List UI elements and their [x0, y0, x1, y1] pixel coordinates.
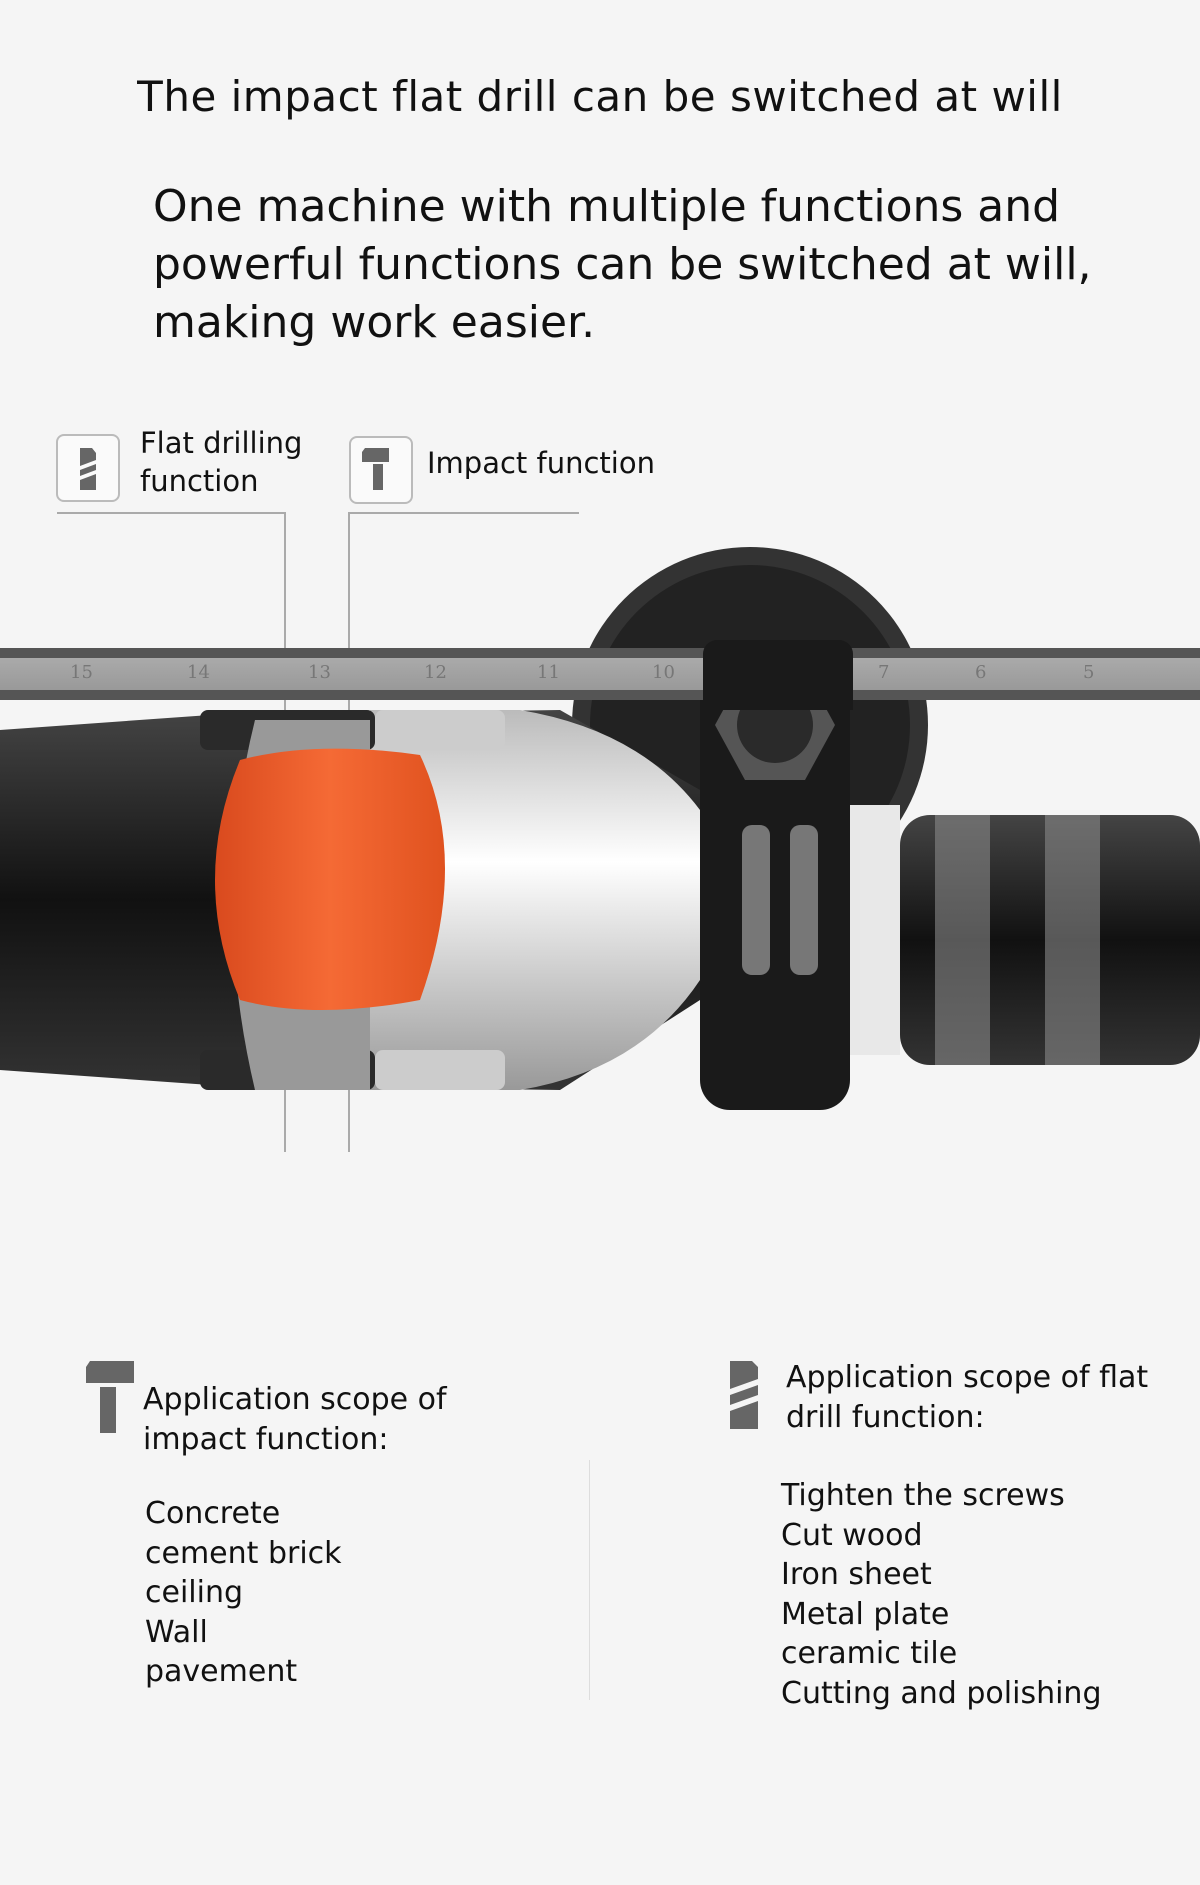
flat-scope-title: Application scope of flat drill function…	[786, 1358, 1148, 1438]
label-line: Flat drilling	[140, 426, 303, 460]
title-line: impact function:	[143, 1422, 389, 1457]
hammer-icon	[362, 448, 389, 490]
hammer-icon	[86, 1361, 134, 1433]
list-item: pavement	[145, 1654, 298, 1689]
impact-scope-list: Concrete cement brick ceiling Wall pavem…	[145, 1494, 342, 1692]
impact-scope-title: Application scope of impact function:	[143, 1380, 447, 1460]
flat-scope-list: Tighten the screws Cut wood Iron sheet M…	[781, 1476, 1102, 1713]
title-line: drill function:	[786, 1400, 985, 1435]
drill-bit-icon	[730, 1361, 758, 1429]
leader-line	[349, 512, 579, 514]
ruler-tick: 11	[537, 662, 560, 683]
ruler-tick: 14	[187, 662, 210, 683]
leader-line	[57, 512, 285, 514]
drill-illustration	[0, 547, 1200, 1110]
list-item: Cut wood	[781, 1517, 923, 1553]
list-item: Cutting and polishing	[781, 1675, 1102, 1711]
list-item: Wall	[145, 1614, 208, 1650]
mode-switch	[215, 748, 445, 1010]
impact-icon-box	[349, 436, 413, 504]
drill-bit-icon	[80, 448, 96, 490]
ruler-tick: 5	[1083, 662, 1095, 683]
list-item: Iron sheet	[781, 1557, 932, 1592]
flat-drilling-label: Flat drilling function	[140, 424, 302, 500]
intro-text: One machine with multiple functions and …	[153, 181, 1092, 348]
list-item: ceramic tile	[781, 1636, 958, 1671]
label-line: function	[140, 464, 259, 498]
ruler-tick: 10	[652, 662, 675, 683]
list-item: ceiling	[145, 1575, 244, 1610]
list-item: cement brick	[145, 1535, 342, 1571]
depth-gauge-ruler: 15 14 13 12 11 10 7 6 5	[0, 648, 1200, 700]
column-divider	[589, 1460, 590, 1700]
title-line: Application scope of	[143, 1382, 447, 1417]
title-line: Application scope of flat	[786, 1360, 1149, 1395]
ruler-tick: 7	[878, 662, 890, 683]
list-item: Metal plate	[781, 1596, 950, 1632]
list-item: Concrete	[145, 1496, 281, 1531]
list-item: Tighten the screws	[781, 1478, 1065, 1513]
flat-drill-icon-box	[56, 434, 120, 502]
page-title: The impact flat drill can be switched at…	[137, 72, 1063, 121]
ruler-tick: 15	[70, 662, 93, 683]
impact-function-label: Impact function	[427, 446, 655, 480]
silver-housing	[370, 710, 700, 1090]
ruler-tick: 12	[424, 662, 447, 683]
ruler-tick: 6	[975, 662, 987, 683]
ruler-tick: 13	[308, 662, 331, 683]
clamp-top	[703, 640, 853, 710]
